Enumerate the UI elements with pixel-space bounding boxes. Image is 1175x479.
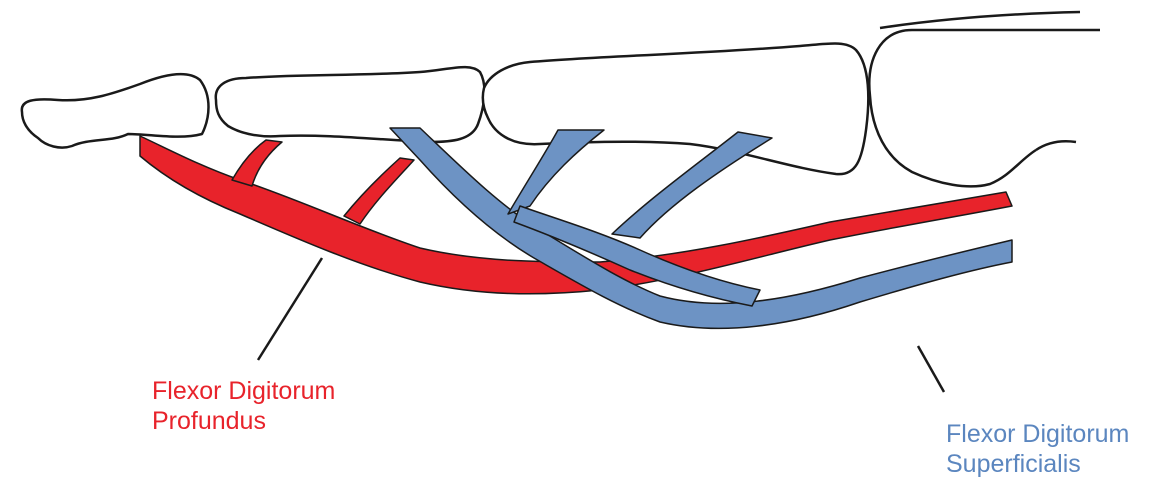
fdp-leader-line (258, 258, 322, 360)
middle-phalanx-bone (216, 67, 485, 142)
metacarpal-bone (869, 30, 1100, 186)
metacarpal-volar-edge (1036, 141, 1076, 150)
fds-label-line2: Superficialis (946, 449, 1129, 479)
metacarpal-dorsal-line (880, 12, 1080, 28)
fds-leader-line (918, 346, 944, 392)
distal-phalanx-bone (22, 74, 209, 147)
fds-label: Flexor Digitorum Superficialis (946, 419, 1129, 479)
fdp-vinculum-distal (232, 140, 282, 186)
fdp-label: Flexor Digitorum Profundus (152, 376, 335, 436)
fdp-label-line2: Profundus (152, 406, 335, 436)
fdp-label-line1: Flexor Digitorum (152, 376, 335, 406)
fdp-vinculum-proximal (344, 158, 414, 224)
fds-slip-proximal (612, 132, 772, 238)
proximal-phalanx-bone (483, 44, 868, 175)
fds-label-line1: Flexor Digitorum (946, 419, 1129, 449)
